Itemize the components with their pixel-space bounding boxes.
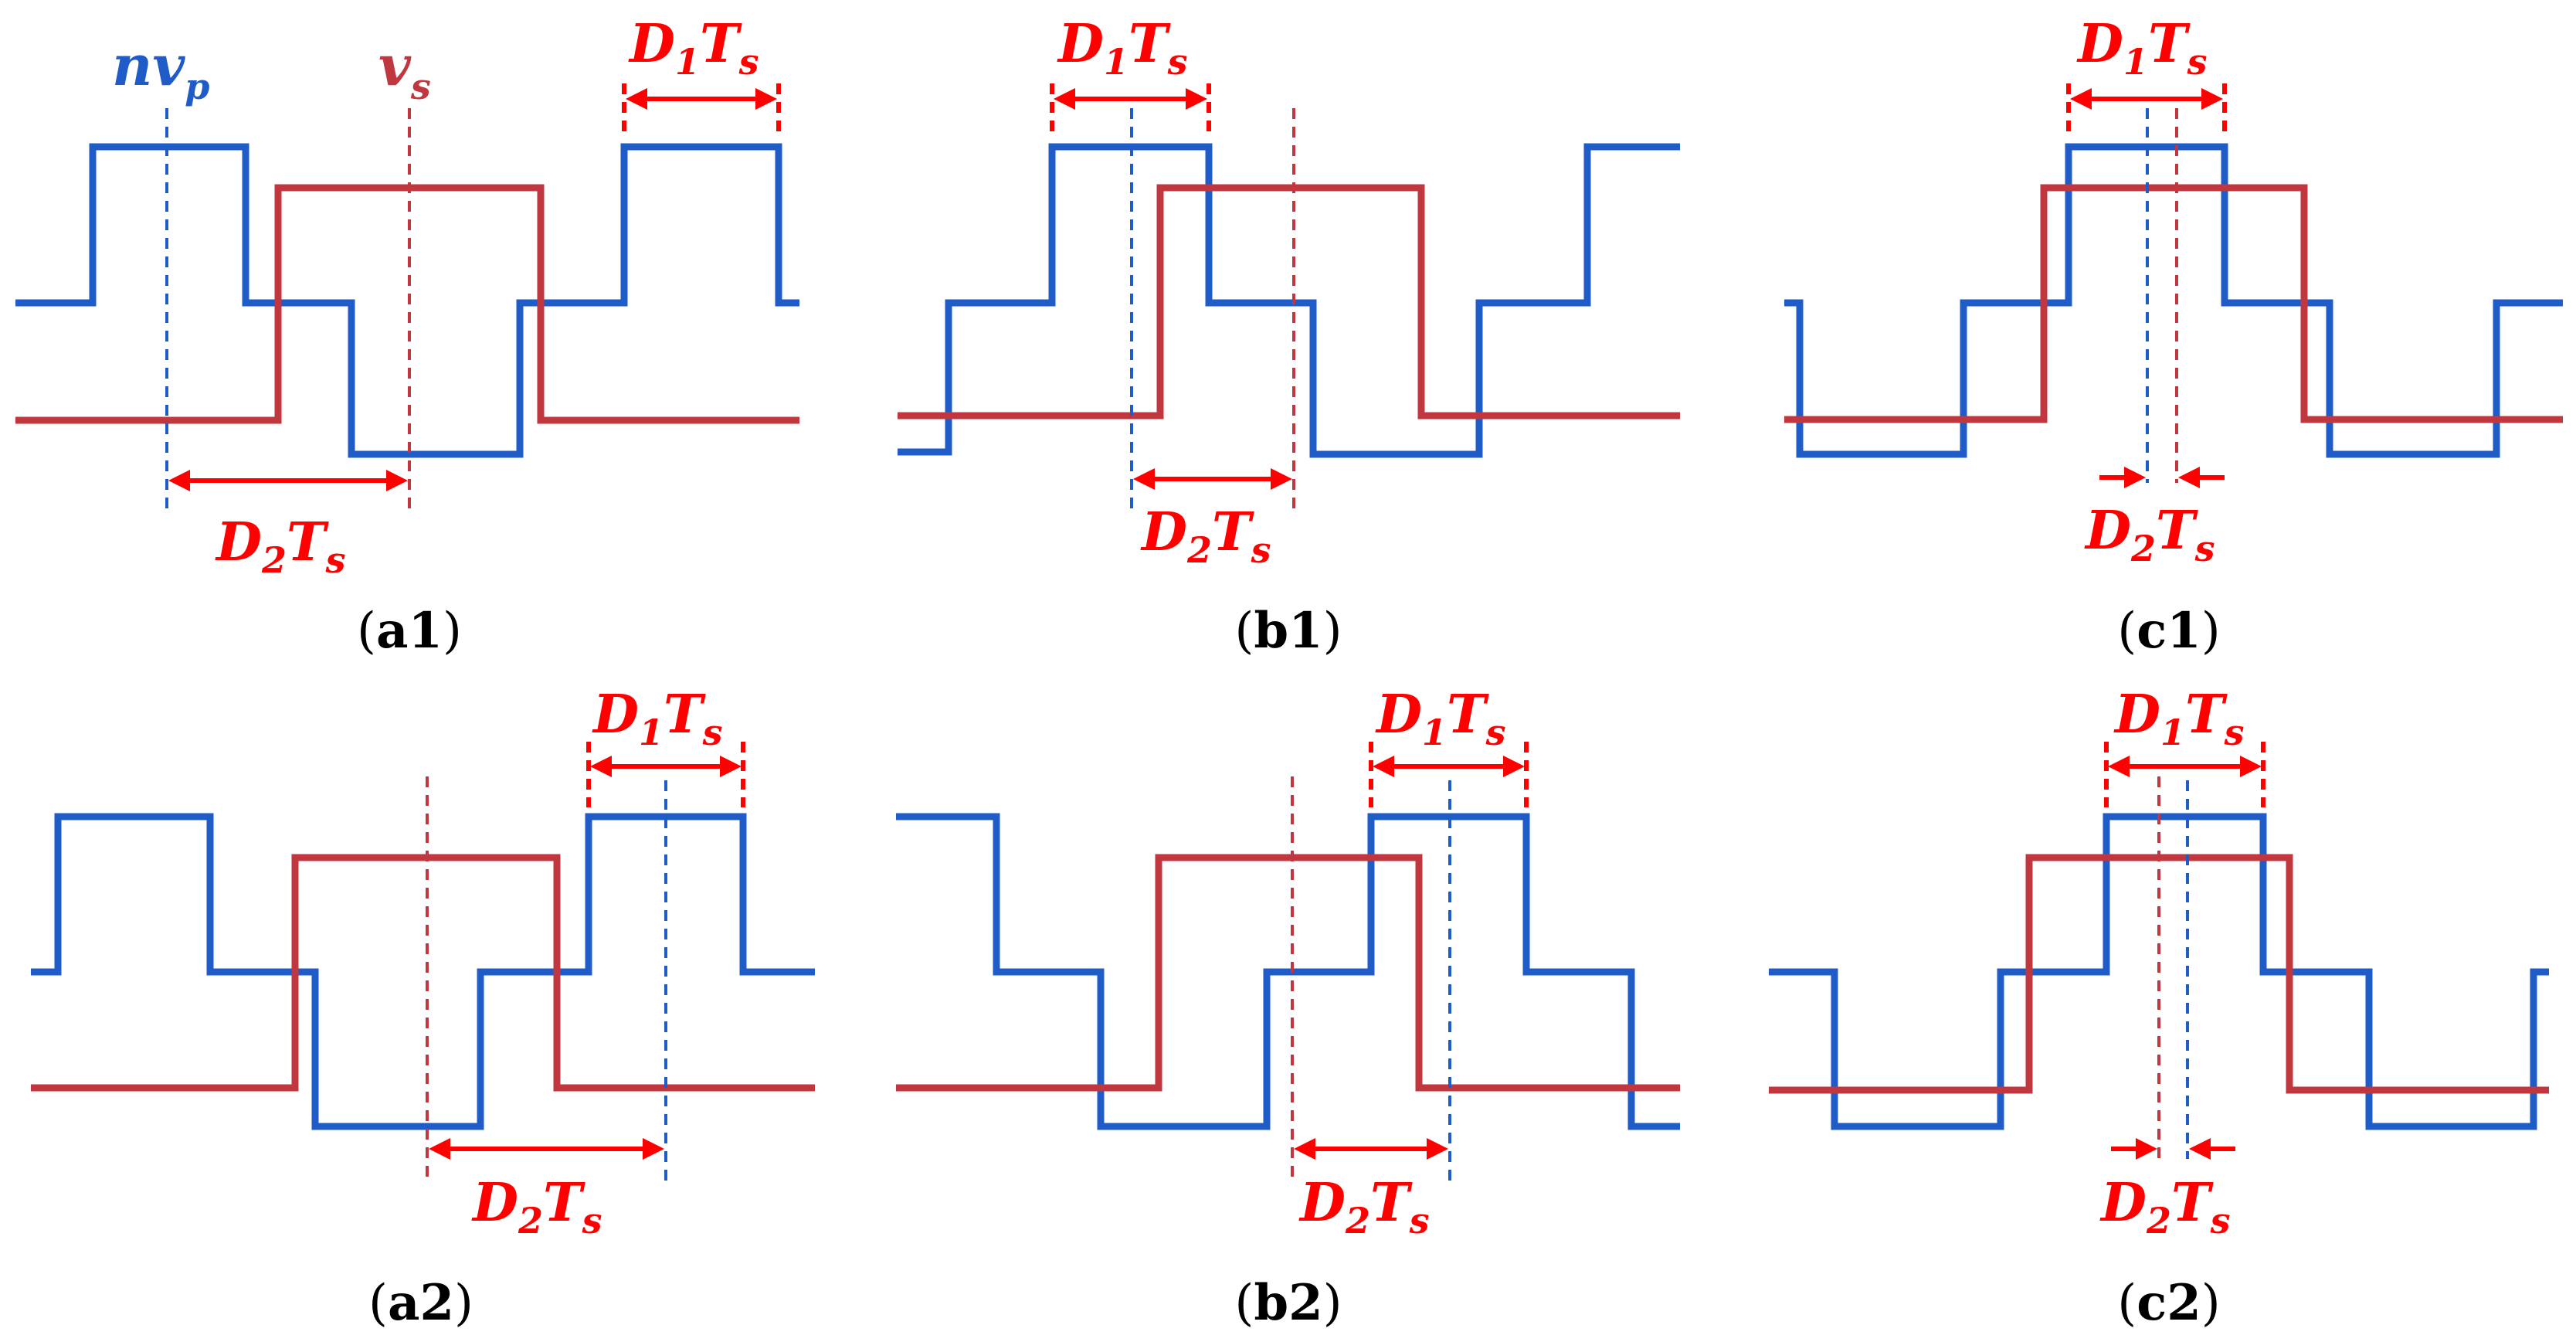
- d2ts-label: D2Ts: [215, 511, 346, 581]
- d1ts-label: D1Ts: [1375, 684, 1506, 753]
- secondary-voltage-wave: [31, 854, 815, 1092]
- primary-voltage-wave: [1784, 143, 2563, 458]
- d1ts-arrow: [2070, 88, 2223, 110]
- d2ts-arrow: [168, 470, 408, 491]
- primary-voltage-wave: [898, 143, 1680, 458]
- d1ts-arrow: [1054, 88, 1207, 110]
- d1ts-arrow: [626, 88, 777, 110]
- d2ts-arrow: [429, 1138, 664, 1160]
- secondary-voltage-wave: [896, 854, 1680, 1092]
- panel-caption: (b1): [1234, 602, 1342, 660]
- d2ts-arrow: [1294, 1138, 1448, 1160]
- primary-voltage-wave: [1769, 813, 2549, 1130]
- secondary-voltage-wave: [15, 184, 799, 424]
- d1ts-label: D1Ts: [2113, 684, 2245, 753]
- panel-caption: (a1): [357, 602, 462, 660]
- d2ts-arrow: [1133, 468, 1292, 490]
- d1ts-arrow: [2108, 756, 2262, 777]
- d2ts-label: D2Ts: [1140, 501, 1271, 571]
- panel-caption: (c2): [2117, 1274, 2220, 1332]
- primary-voltage-wave: [31, 813, 815, 1130]
- panel-c1: D1Ts D2Ts (c1): [1784, 13, 2563, 660]
- panel-b1: D1Ts D2Ts (b1): [898, 13, 1680, 660]
- d2ts-label: D2Ts: [2099, 1172, 2231, 1242]
- d1ts-arrow: [590, 756, 742, 777]
- d1ts-label: D1Ts: [628, 13, 759, 83]
- d2ts-label: D2Ts: [1298, 1172, 1430, 1242]
- primary-voltage-wave: [896, 813, 1680, 1130]
- panel-a1: nvp vs D1Ts D2Ts (a1): [15, 13, 799, 660]
- secondary-voltage-wave: [1784, 184, 2563, 423]
- vs-label: vs: [378, 32, 431, 107]
- panel-caption: (c1): [2117, 602, 2220, 660]
- d1ts-arrow: [1373, 756, 1525, 777]
- d2ts-label: D2Ts: [2084, 500, 2215, 569]
- d2ts-arrow: [2099, 467, 2225, 488]
- panel-a2: D1Ts D2Ts (a2): [31, 684, 815, 1332]
- secondary-voltage-wave: [898, 184, 1680, 420]
- primary-voltage-wave: [15, 143, 799, 458]
- d2ts-label: D2Ts: [471, 1172, 602, 1242]
- d1ts-label: D1Ts: [1057, 13, 1188, 83]
- panel-c2: D1Ts D2Ts (c2): [1769, 684, 2549, 1332]
- panel-caption: (b2): [1234, 1274, 1342, 1332]
- d1ts-label: D1Ts: [2076, 13, 2208, 83]
- panel-caption: (a2): [368, 1274, 473, 1332]
- d1ts-label: D1Ts: [592, 684, 723, 753]
- nvp-label: nvp: [112, 32, 209, 107]
- d2ts-arrow: [2111, 1138, 2235, 1160]
- panel-b2: D1Ts D2Ts (b2): [896, 684, 1680, 1332]
